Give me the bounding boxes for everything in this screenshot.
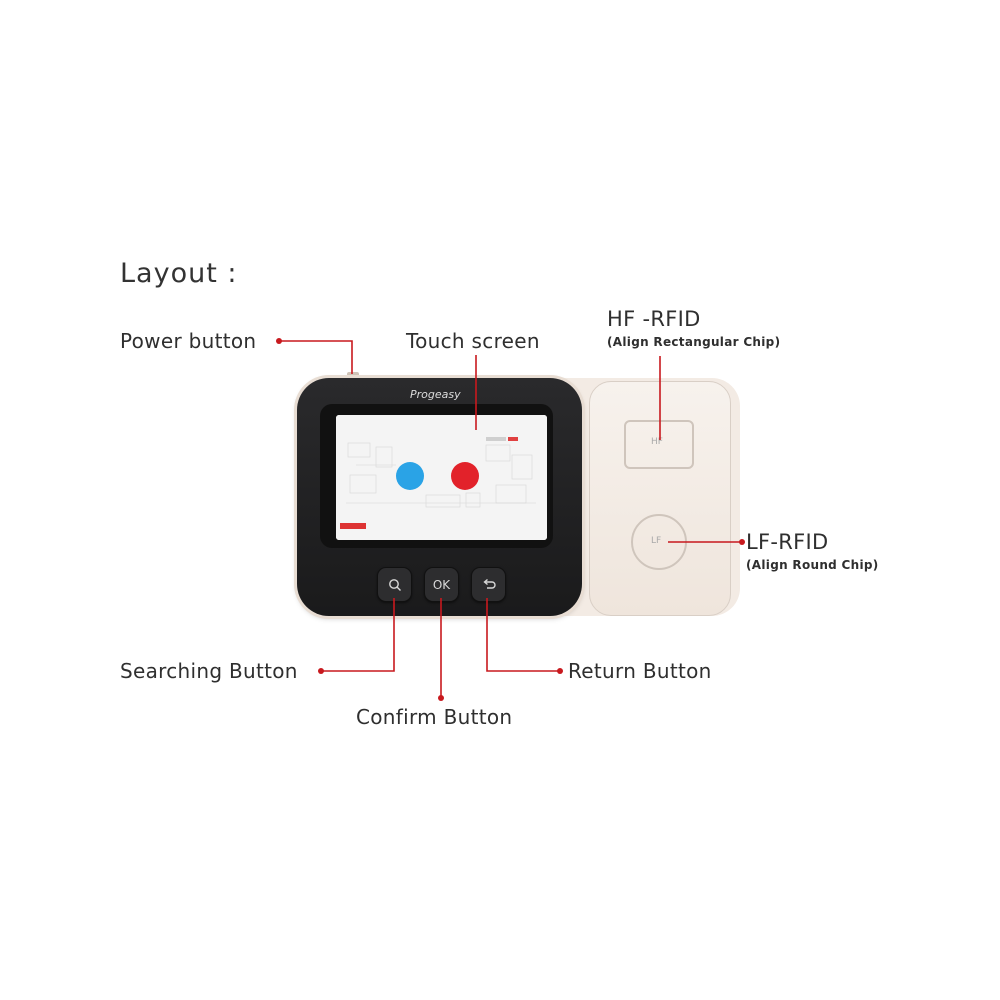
- searching-button[interactable]: [377, 567, 412, 602]
- screen-illustration: [336, 415, 547, 540]
- dot-confirm: [438, 695, 444, 701]
- return-arrow-icon: [482, 578, 496, 589]
- ok-label: OK: [432, 577, 451, 592]
- dot-power: [276, 338, 282, 344]
- label-touch-screen: Touch screen: [406, 329, 540, 353]
- page-title: Layout :: [120, 258, 238, 289]
- dot-searching: [318, 668, 324, 674]
- label-confirm-button: Confirm Button: [356, 705, 513, 729]
- leader-searching: [321, 598, 395, 672]
- confirm-button[interactable]: OK: [424, 567, 459, 602]
- power-button[interactable]: [347, 372, 359, 379]
- hf-chip-area: HF: [624, 420, 694, 469]
- return-button[interactable]: [471, 567, 506, 602]
- magnifier-icon: [388, 578, 401, 591]
- dot-return: [557, 668, 563, 674]
- dot-lf: [739, 539, 745, 545]
- screen-circle-red: [451, 462, 479, 490]
- leader-return: [486, 598, 560, 672]
- touch-screen[interactable]: [336, 415, 547, 540]
- label-hf-rfid: HF -RFID: [607, 307, 701, 331]
- label-return-button: Return Button: [568, 659, 712, 683]
- lf-chip-text: LF: [651, 536, 662, 546]
- leader-power: [279, 340, 353, 374]
- label-hf-sub: (Align Rectangular Chip): [607, 335, 781, 349]
- label-power-button: Power button: [120, 329, 257, 353]
- screen-circle-blue: [396, 462, 424, 490]
- label-lf-sub: (Align Round Chip): [746, 558, 879, 572]
- hf-chip-text: HF: [651, 437, 663, 447]
- label-lf-rfid: LF-RFID: [746, 530, 829, 554]
- label-searching-button: Searching Button: [120, 659, 298, 683]
- brand-logo: Progeasy: [410, 388, 461, 401]
